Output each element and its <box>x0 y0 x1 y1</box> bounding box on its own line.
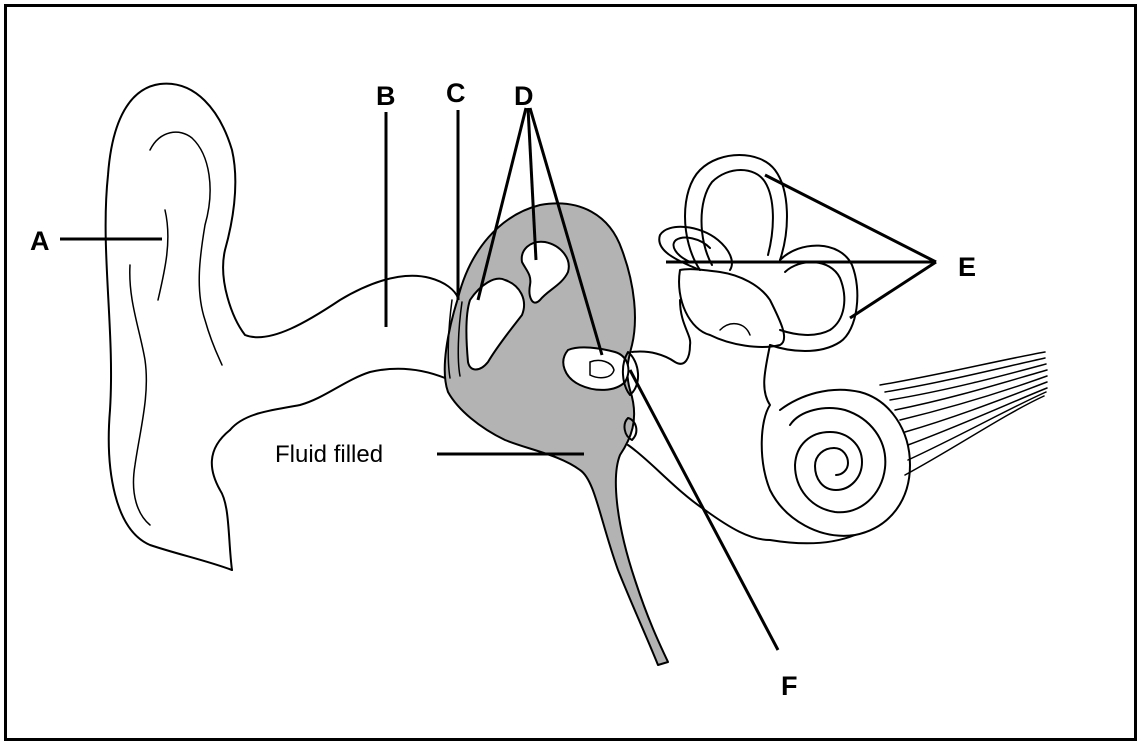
label-f: F <box>781 671 798 701</box>
canal-posterior-inner <box>780 262 844 335</box>
auditory-nerve <box>880 352 1047 475</box>
vestibule-bump <box>720 324 750 335</box>
nerve-fiber <box>880 352 1045 385</box>
canal-superior-inner <box>702 170 773 265</box>
pinna-fold <box>158 210 168 300</box>
leader-e3 <box>850 262 936 318</box>
lobe-lower <box>212 430 232 570</box>
nerve-fiber <box>905 382 1047 432</box>
nerve-fiber <box>890 364 1046 400</box>
cochlea <box>628 300 910 543</box>
label-a: A <box>30 226 50 256</box>
cochlea-spiral-1 <box>790 408 885 512</box>
cochlea-spiral-2 <box>815 432 862 490</box>
cochlea-outer <box>762 345 910 536</box>
label-d: D <box>514 81 534 111</box>
vestibule <box>679 269 784 347</box>
label-e: E <box>958 252 976 282</box>
semicircular-canals <box>659 155 857 351</box>
nerve-fiber <box>885 358 1045 392</box>
label-fluid-filled: Fluid filled <box>275 441 383 468</box>
cochlea-upper-link <box>632 300 690 364</box>
leader-f <box>630 370 778 650</box>
pinna-helix-inner <box>150 132 222 365</box>
canal-superior-outer <box>685 155 787 270</box>
pinna-outline <box>106 84 458 570</box>
pinna-antihelix <box>130 265 150 525</box>
cochlea-spiral-3 <box>834 448 848 475</box>
ear-canal-lower <box>230 369 445 430</box>
outer-ear <box>106 84 458 570</box>
leader-e1 <box>765 175 936 262</box>
cochlea-lower-duct <box>628 445 855 543</box>
nerve-fiber <box>908 388 1047 445</box>
label-b: B <box>376 81 396 111</box>
nerve-fiber <box>905 396 1044 475</box>
label-c: C <box>446 78 466 108</box>
